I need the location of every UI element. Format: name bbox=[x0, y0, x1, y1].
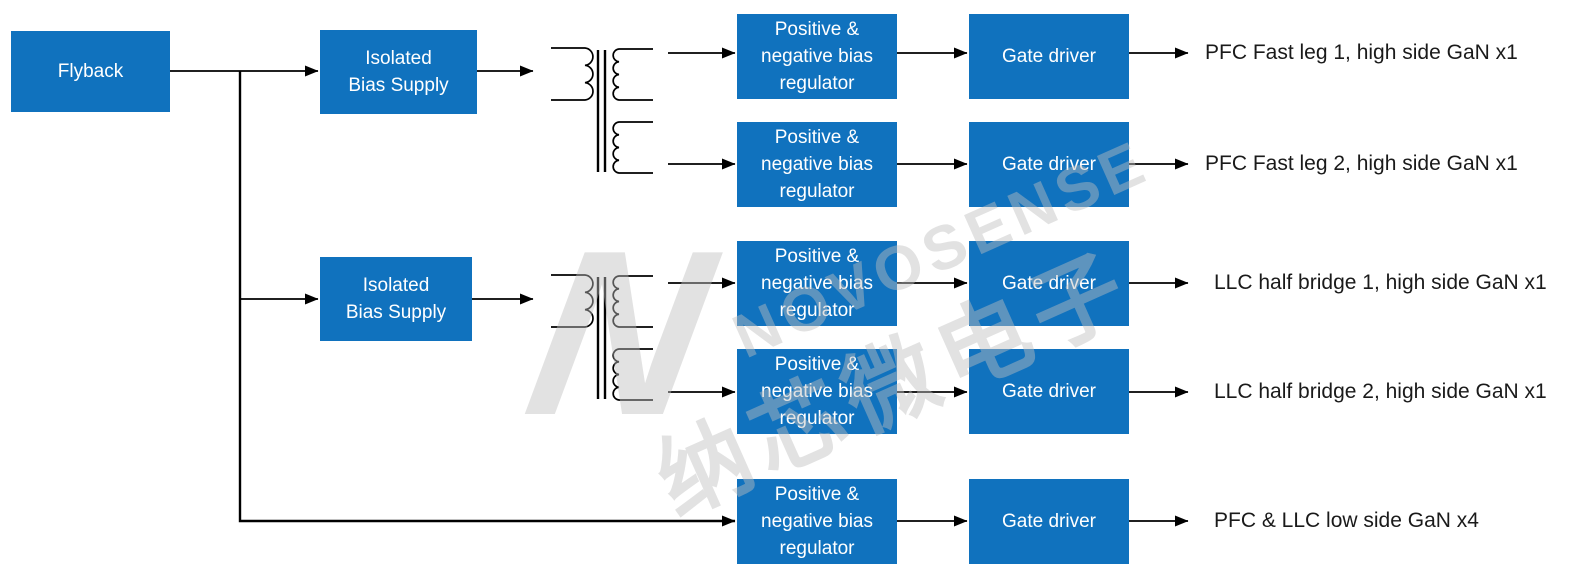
bias-regulator-block-1: Positive & negative bias regulator bbox=[737, 14, 897, 99]
transformer1-secondary-winding-top bbox=[612, 48, 653, 101]
output-label-3: LLC half bridge 1, high side GaN x1 bbox=[1214, 271, 1547, 294]
transformer1-primary-winding bbox=[551, 47, 594, 101]
transformer1-secondary-winding-bottom bbox=[612, 121, 653, 174]
transformer2-primary-winding bbox=[551, 274, 594, 328]
isolated-bias-supply-block-2: Isolated Bias Supply bbox=[320, 257, 472, 341]
gate-driver-block-3: Gate driver bbox=[969, 241, 1129, 326]
bias-regulator-block-4: Positive & negative bias regulator bbox=[737, 349, 897, 434]
output-label-1: PFC Fast leg 1, high side GaN x1 bbox=[1205, 41, 1518, 64]
transformer1-core bbox=[596, 50, 607, 172]
isolation-transformer-2-icon bbox=[551, 274, 653, 401]
gate-driver-block-4: Gate driver bbox=[969, 349, 1129, 434]
gate-driver-block-2: Gate driver bbox=[969, 122, 1129, 207]
connector-flyback-trunk-to-regulator5 bbox=[238, 71, 736, 527]
flyback-block: Flyback bbox=[11, 31, 170, 112]
gate-driver-block-1: Gate driver bbox=[969, 14, 1129, 99]
gate-driver-block-5: Gate driver bbox=[969, 479, 1129, 564]
bias-regulator-block-2: Positive & negative bias regulator bbox=[737, 122, 897, 207]
isolation-transformer-1-icon bbox=[551, 47, 653, 174]
output-label-4: LLC half bridge 2, high side GaN x1 bbox=[1214, 380, 1547, 403]
transformer2-core bbox=[596, 277, 607, 399]
output-label-5: PFC & LLC low side GaN x4 bbox=[1214, 509, 1479, 532]
bias-regulator-block-5: Positive & negative bias regulator bbox=[737, 479, 897, 564]
transformer2-secondary-winding-bottom bbox=[612, 348, 653, 401]
output-label-2: PFC Fast leg 2, high side GaN x1 bbox=[1205, 152, 1518, 175]
transformer2-secondary-winding-top bbox=[612, 275, 653, 328]
isolated-bias-supply-block-1: Isolated Bias Supply bbox=[320, 30, 477, 114]
bias-regulator-block-3: Positive & negative bias regulator bbox=[737, 241, 897, 326]
